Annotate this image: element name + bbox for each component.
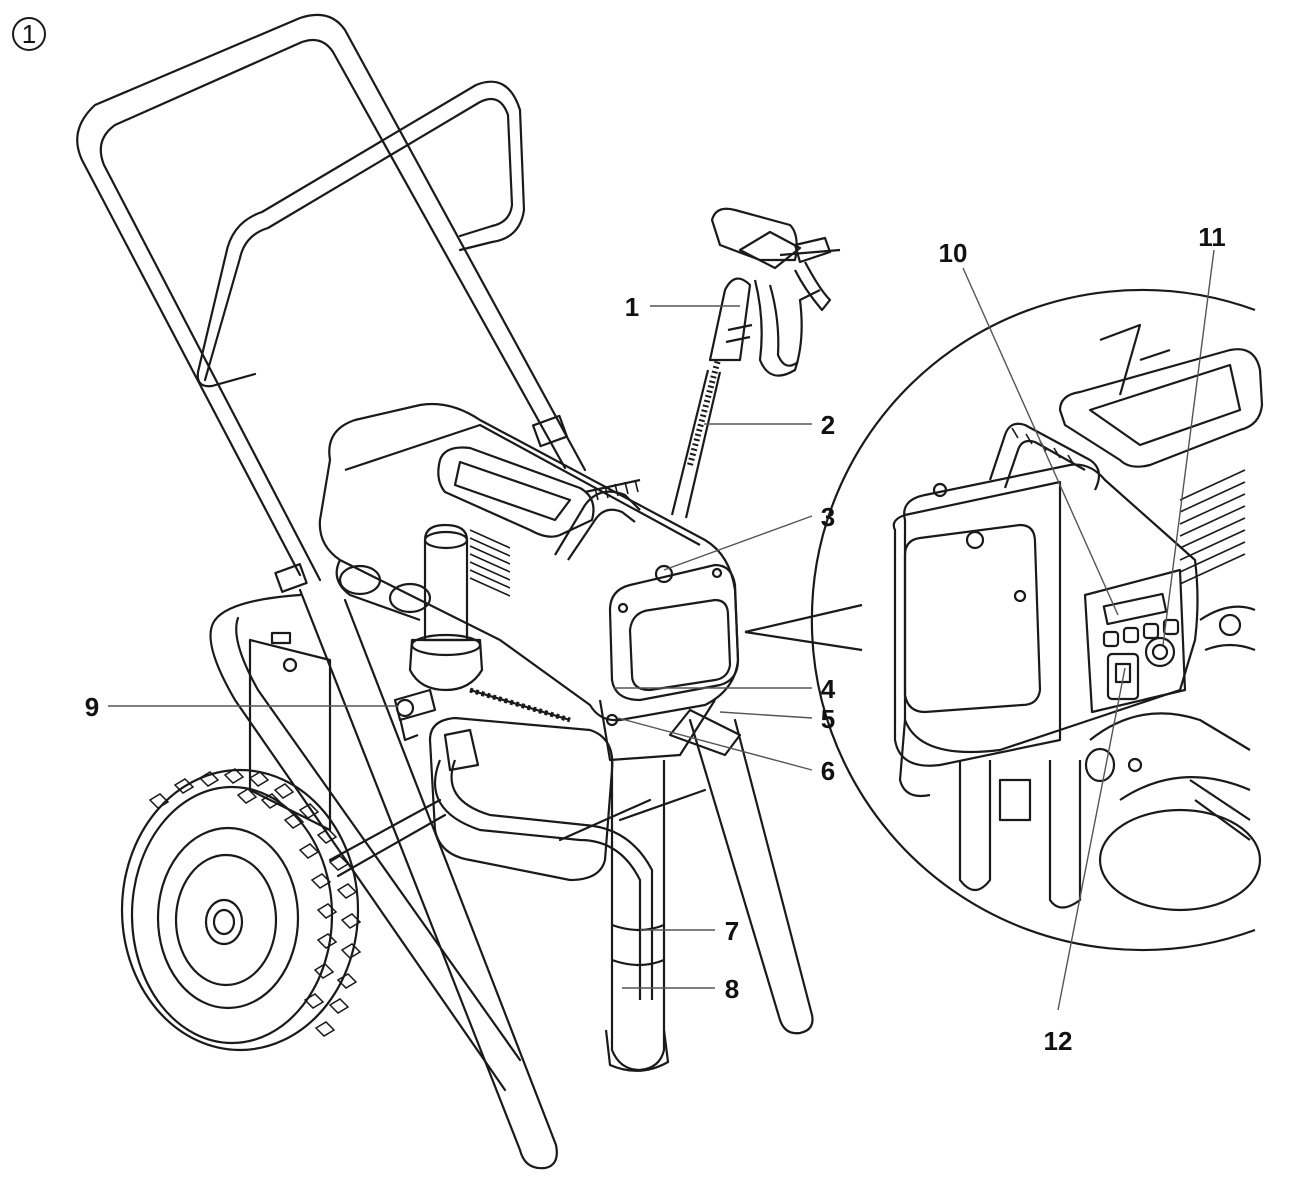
callout-3: 3: [821, 502, 835, 532]
callout-labels: 1 2 3 4 5 6 7 8 9 10 11 12: [85, 222, 1226, 1056]
figure-number-badge: 1: [12, 17, 46, 51]
cart-frame: [76, 13, 814, 1170]
pump-assembly: [393, 523, 742, 1072]
figure-number: 1: [22, 19, 36, 49]
callout-2: 2: [821, 410, 835, 440]
callout-10: 10: [939, 238, 968, 268]
callout-12: 12: [1044, 1026, 1073, 1056]
callout-1: 1: [625, 292, 639, 322]
leader-10: [962, 267, 1119, 616]
callout-5: 5: [821, 704, 835, 734]
callout-8: 8: [725, 974, 739, 1004]
callout-9: 9: [85, 692, 99, 722]
detail-view: [744, 288, 1264, 952]
leader-11: [1162, 249, 1215, 646]
motor-housing: [318, 402, 740, 722]
callout-6: 6: [821, 756, 835, 786]
callout-4: 4: [821, 674, 836, 704]
spray-gun: [670, 207, 841, 519]
leader-lines: [108, 249, 1215, 1011]
callout-11: 11: [1198, 222, 1226, 252]
leader-5: [719, 711, 813, 719]
callout-7: 7: [725, 916, 739, 946]
leader-12: [1057, 667, 1126, 1011]
wheel: [120, 768, 362, 1052]
leader-3: [663, 515, 813, 571]
leader-6: [617, 717, 813, 771]
